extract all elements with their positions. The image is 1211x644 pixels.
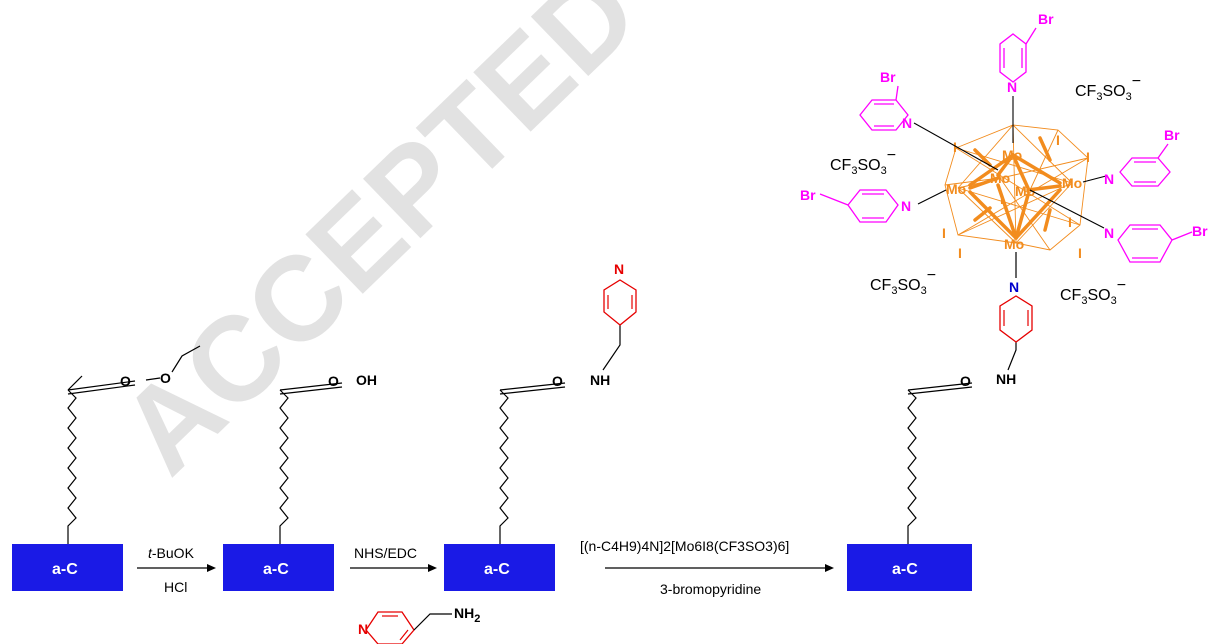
carbonyl-bond-3 [499, 382, 566, 391]
iodide-8: I [1000, 191, 1004, 207]
n-top: N [1007, 79, 1017, 95]
step-1-reagent: t-BuOK [148, 545, 195, 561]
br-top: Br [1038, 11, 1054, 27]
substrate-block-2 [223, 544, 334, 591]
pyridine-ring-4: N [999, 279, 1033, 343]
iodide-1: I [953, 139, 957, 155]
substrate-label-2: a-C [263, 561, 289, 578]
alkyl-chain-4 [907, 389, 917, 544]
alkyl-chain-3 [499, 389, 509, 544]
substrate-label-1: a-C [52, 561, 78, 578]
iodide-4: I [942, 225, 946, 241]
substrate-label-4: a-C [892, 561, 918, 578]
carbonyl-bond-2 [279, 382, 343, 391]
mo6-cluster: Mo Mo Mo Mo Mo Mo I I I I I I I I [942, 124, 1090, 261]
n-left: N [901, 198, 911, 214]
reaction-step-3: [(n-C4H9)4N]2[Mo6I8(CF3SO3)6] 3-bromopyr… [580, 538, 834, 597]
carbonyl-double-bond-2 [279, 386, 343, 395]
mo-right: Mo [1062, 175, 1082, 191]
n-right: N [1104, 171, 1114, 187]
stage-1-ester-substrate: a-C O O [12, 345, 201, 591]
counterion-4: CF3SO3− [1060, 277, 1126, 307]
n-lower-right: N [1104, 225, 1114, 241]
carbonyl-double-bond-4 [907, 386, 973, 395]
mo-left: Mo [946, 181, 966, 197]
carbonyl-bond-1 [67, 380, 136, 391]
mo-center-front: Mo [1015, 183, 1035, 199]
iodide-3: I [1086, 149, 1090, 165]
bromopyridine-lower-right [1117, 224, 1193, 263]
ethyl-group [171, 345, 201, 373]
alkyl-chain-1 [67, 389, 77, 544]
stage-2-acid-substrate: a-C O OH [223, 372, 377, 591]
aminomethylpyridine-reagent: N NH2 [358, 605, 480, 644]
counterion-2: CF3SO3− [830, 147, 896, 177]
reaction-step-1: t-BuOK HCl [137, 545, 216, 595]
reagent-ring-n: N [358, 621, 368, 637]
bromopyridine-left [819, 189, 899, 223]
carbonyl-o-3: O [552, 373, 563, 389]
alkyl-chain-2 [279, 389, 289, 544]
reaction-step-2: NHS/EDC N NH2 [350, 545, 480, 644]
carbonyl-o-4: O [960, 373, 971, 389]
substrate-block-4 [847, 544, 972, 591]
ester-bond-1 [67, 375, 83, 391]
bromopyridine-top [999, 27, 1037, 83]
br-right: Br [1164, 127, 1180, 143]
stage-4-cluster-substrate: a-C O NH N [800, 11, 1208, 591]
substrate-block-3 [444, 544, 555, 591]
step-1-acid: HCl [164, 579, 187, 595]
ring-n-4: N [1009, 279, 1019, 295]
carbonyl-double-bond-3 [499, 386, 566, 395]
carbonyl-bond-4 [907, 382, 973, 391]
mo-top: Mo [1002, 147, 1022, 163]
substrate-block-1 [12, 544, 123, 591]
mo-bottom: Mo [1004, 236, 1024, 252]
bromopyridine-right [1119, 143, 1171, 187]
carbonyl-o-1: O [120, 373, 131, 389]
br-upper-left: Br [880, 69, 896, 85]
ring-n-3: N [614, 261, 624, 277]
step-2-reagent: NHS/EDC [354, 545, 417, 561]
n-upper-left: N [902, 115, 912, 131]
amide-nh-4: NH [996, 371, 1016, 387]
iodide-2: I [1056, 132, 1060, 148]
bromopyridine-upper-left [859, 85, 909, 131]
substrate-label-3: a-C [484, 561, 510, 578]
br-left: Br [800, 187, 816, 203]
iodide-7: I [1078, 245, 1082, 261]
step-3-reagent: [(n-C4H9)4N]2[Mo6I8(CF3SO3)6] [580, 538, 789, 554]
br-lower-right: Br [1192, 223, 1208, 239]
counterion-3: CF3SO3− [870, 267, 936, 297]
carbonyl-o-2: O [328, 373, 339, 389]
iodide-5: I [958, 245, 962, 261]
ester-link-1 [145, 377, 161, 381]
acid-oh: OH [356, 372, 377, 388]
iodide-6: I [1068, 214, 1072, 230]
pyridine-ring-3: N [603, 261, 637, 326]
mo-center-back: Mo [990, 170, 1010, 186]
reagent-amine: NH2 [454, 605, 480, 625]
counterion-1: CF3SO3− [1075, 73, 1141, 103]
step-3-ligand: 3-bromopyridine [660, 581, 761, 597]
ester-o-1: O [160, 370, 171, 386]
carbonyl-double-bond-1 [67, 384, 136, 395]
stage-3-amide-substrate: a-C O NH N [444, 261, 637, 591]
watermark: ACCEPTED MANUSCRIPT [95, 0, 1211, 499]
amide-nh-3: NH [590, 372, 610, 388]
